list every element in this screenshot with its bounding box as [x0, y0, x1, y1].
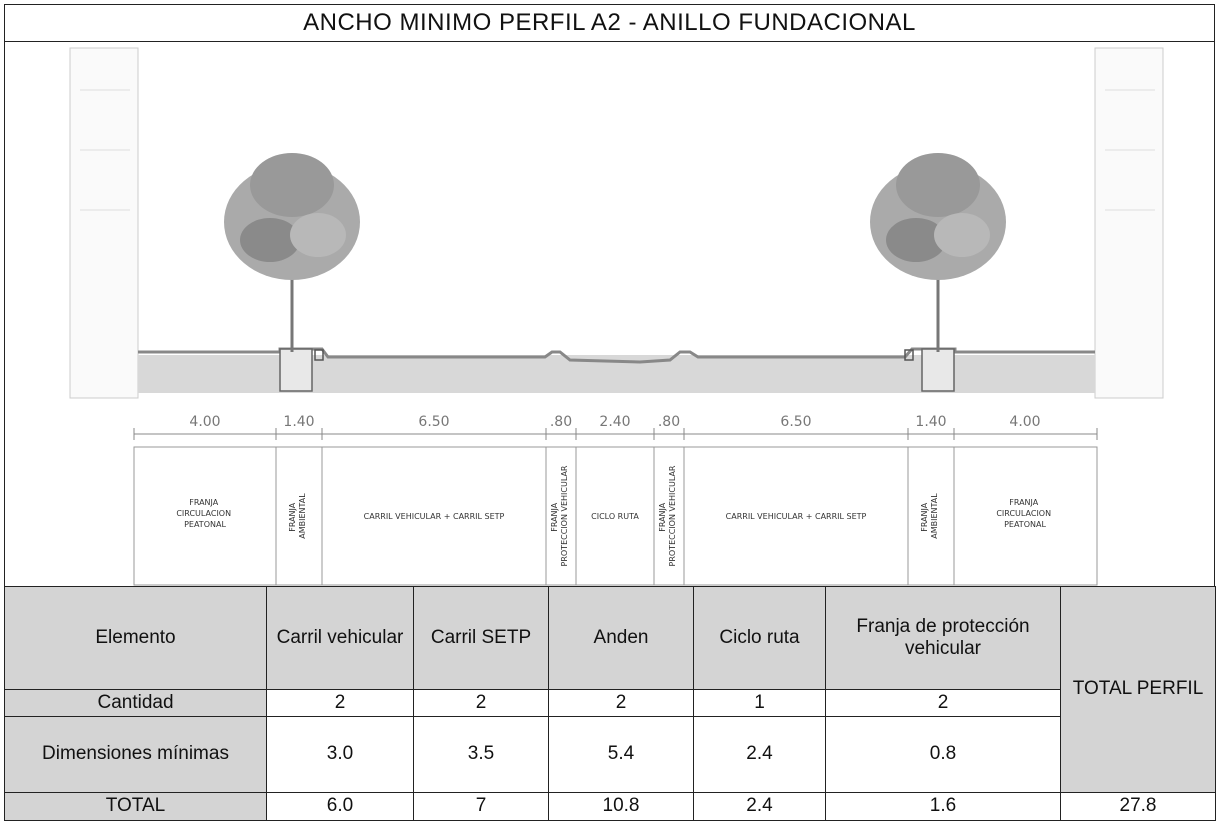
dim-label: 1.40 [915, 414, 946, 430]
table-header-row: Elemento Carril vehicular Carril SETP An… [4, 585, 1216, 793]
band-proteccion-left: FRANJA PROTECCION VEHICULAR [550, 465, 569, 566]
dim-label: .80 [550, 414, 572, 430]
row-label-total: TOTAL [4, 791, 267, 822]
table-cell: 0.8 [825, 715, 1061, 793]
table-cell: 2.4 [693, 791, 826, 822]
table-cell: 2 [266, 689, 414, 717]
table-row-dimensiones: Dimensiones mínimas 3.0 3.5 5.4 2.4 0.8 [4, 715, 1216, 793]
row-label-cantidad: Cantidad [4, 689, 267, 717]
table-cell: 2.4 [693, 715, 826, 793]
table-cell: 3.0 [266, 715, 414, 793]
document-frame [4, 4, 1215, 821]
table-cell: 2 [548, 689, 694, 717]
band-carril-left: CARRIL VEHICULAR + CARRIL SETP [364, 512, 505, 521]
dim-label: 4.00 [189, 414, 220, 430]
table-cell: 2 [413, 689, 549, 717]
tree-icon [870, 153, 1006, 352]
header-ciclo-ruta: Ciclo ruta [693, 585, 826, 691]
band-proteccion-right: FRANJA PROTECCION VEHICULAR [658, 465, 677, 566]
header-carril-vehicular: Carril vehicular [266, 585, 414, 691]
dim-label: 4.00 [1009, 414, 1040, 430]
table-cell: 6.0 [266, 791, 414, 822]
grand-total-cell: 27.8 [1060, 791, 1216, 822]
band-ambiental-right: FRANJA AMBIENTAL [920, 493, 939, 539]
header-anden: Anden [548, 585, 694, 691]
row-label-dimensiones: Dimensiones mínimas [4, 715, 267, 793]
band-circulacion-right: FRANJA CIRCULACION PEATONAL [996, 498, 1053, 529]
dim-label: 6.50 [780, 414, 811, 430]
table-cell: 3.5 [413, 715, 549, 793]
street-profile-drawing: 4.00 1.40 6.50 .80 2.40 .80 6.50 1.40 4.… [69, 47, 1164, 586]
dim-label: .80 [658, 414, 680, 430]
band-carril-right: CARRIL VEHICULAR + CARRIL SETP [726, 512, 867, 521]
band-ciclo-ruta: CICLO RUTA [591, 512, 639, 521]
table-cell: 1.6 [825, 791, 1061, 822]
table-cell: 10.8 [548, 791, 694, 822]
table-cell: 7 [413, 791, 549, 822]
tree-icon [224, 153, 360, 352]
dimension-line: 4.00 1.40 6.50 .80 2.40 .80 6.50 1.40 4.… [133, 414, 1098, 440]
table-cell: 1 [693, 689, 826, 717]
band-ambiental-left: FRANJA AMBIENTAL [288, 493, 307, 539]
table-cell: 2 [825, 689, 1061, 717]
header-carril-setp: Carril SETP [413, 585, 549, 691]
dimensions-table: Elemento Carril vehicular Carril SETP An… [4, 585, 1216, 822]
ground-section [138, 347, 1095, 393]
dim-label: 6.50 [418, 414, 449, 430]
band-strip [133, 446, 1098, 586]
table-row-cantidad: Cantidad 2 2 2 1 2 [4, 689, 1216, 717]
table-row-total: TOTAL 6.0 7 10.8 2.4 1.6 27.8 [4, 791, 1216, 822]
table-cell: 5.4 [548, 715, 694, 793]
page-title: ANCHO MINIMO PERFIL A2 - ANILLO FUNDACIO… [4, 4, 1215, 42]
building-right [1094, 47, 1164, 399]
dim-label: 1.40 [283, 414, 314, 430]
building-left [69, 47, 139, 399]
band-circulacion-left: FRANJA CIRCULACION PEATONAL [176, 498, 233, 529]
header-elemento: Elemento [4, 585, 267, 691]
dim-label: 2.40 [599, 414, 630, 430]
header-franja-proteccion: Franja de protección vehicular [825, 585, 1061, 691]
header-total-perfil: TOTAL PERFIL [1060, 586, 1216, 793]
